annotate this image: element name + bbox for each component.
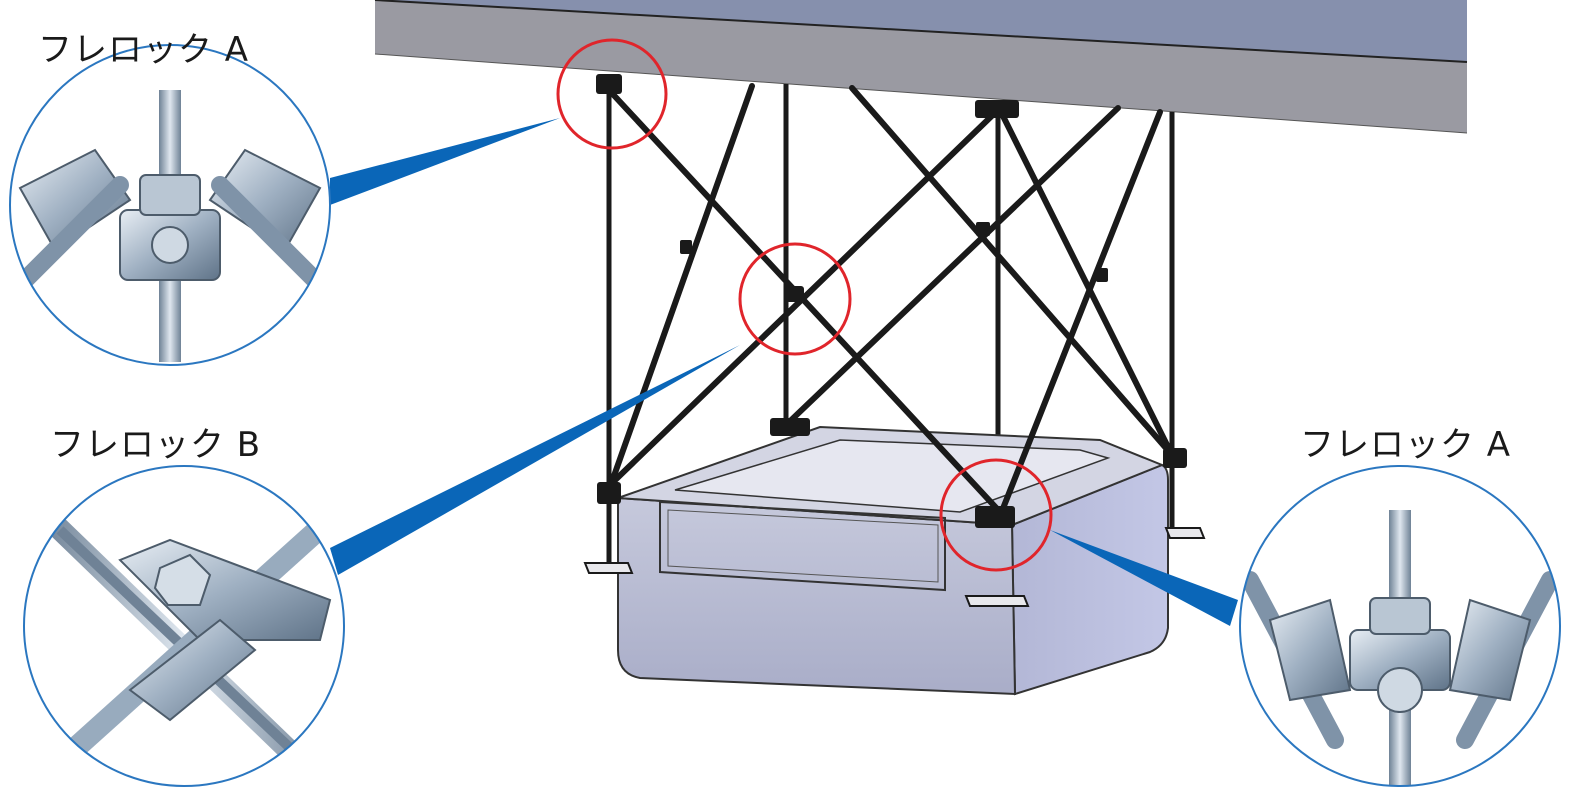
unit-front-face: [617, 496, 1017, 696]
highlight-circle: [556, 38, 668, 150]
highlight-circle: [738, 242, 852, 356]
brace-wire: [849, 85, 1175, 458]
ceiling-slab: [374, 0, 1468, 134]
flelock-a-clamp-icon: [1239, 465, 1561, 787]
clamp-joint: [975, 100, 1019, 118]
clamp-joint: [786, 286, 804, 302]
unit-front-panel: [659, 500, 946, 592]
highlight-circle: [939, 458, 1053, 572]
brace-wire: [606, 105, 1003, 489]
flelock-b-cross-clamp-icon: [23, 465, 345, 787]
clamp-joint: [770, 418, 810, 436]
ceiling-front-face: [375, 0, 1467, 133]
brace-wire: [997, 107, 1175, 458]
label-flelock-a-top-left: フレロック A: [38, 30, 250, 70]
brace-wire: [606, 83, 755, 493]
clamp-joints: [596, 74, 1187, 528]
brace-wire: [997, 109, 1163, 519]
mounting-feet: [583, 527, 1206, 607]
callout-pointers: [330, 118, 1238, 626]
label-flelock-a-right: フレロック A: [1300, 425, 1512, 465]
callout-pointer-a-right: [1050, 530, 1238, 626]
highlight-circles: [556, 38, 1053, 572]
label-flelock-b: フレロック B: [50, 425, 262, 465]
clamp-joint: [975, 506, 1015, 528]
flelock-a-clamp-icon: [9, 44, 331, 366]
brace-wire: [783, 105, 1121, 428]
cross-bracing: [606, 83, 1175, 519]
callout-pointer-b: [330, 345, 740, 575]
clamp-joint: [596, 74, 622, 94]
callout-pointer-a-left: [330, 118, 560, 205]
unit-top-panel: [674, 439, 1111, 513]
clamp-joint: [597, 482, 621, 504]
suspended-unit: [617, 425, 1169, 696]
clamp-joint: [1163, 448, 1187, 468]
